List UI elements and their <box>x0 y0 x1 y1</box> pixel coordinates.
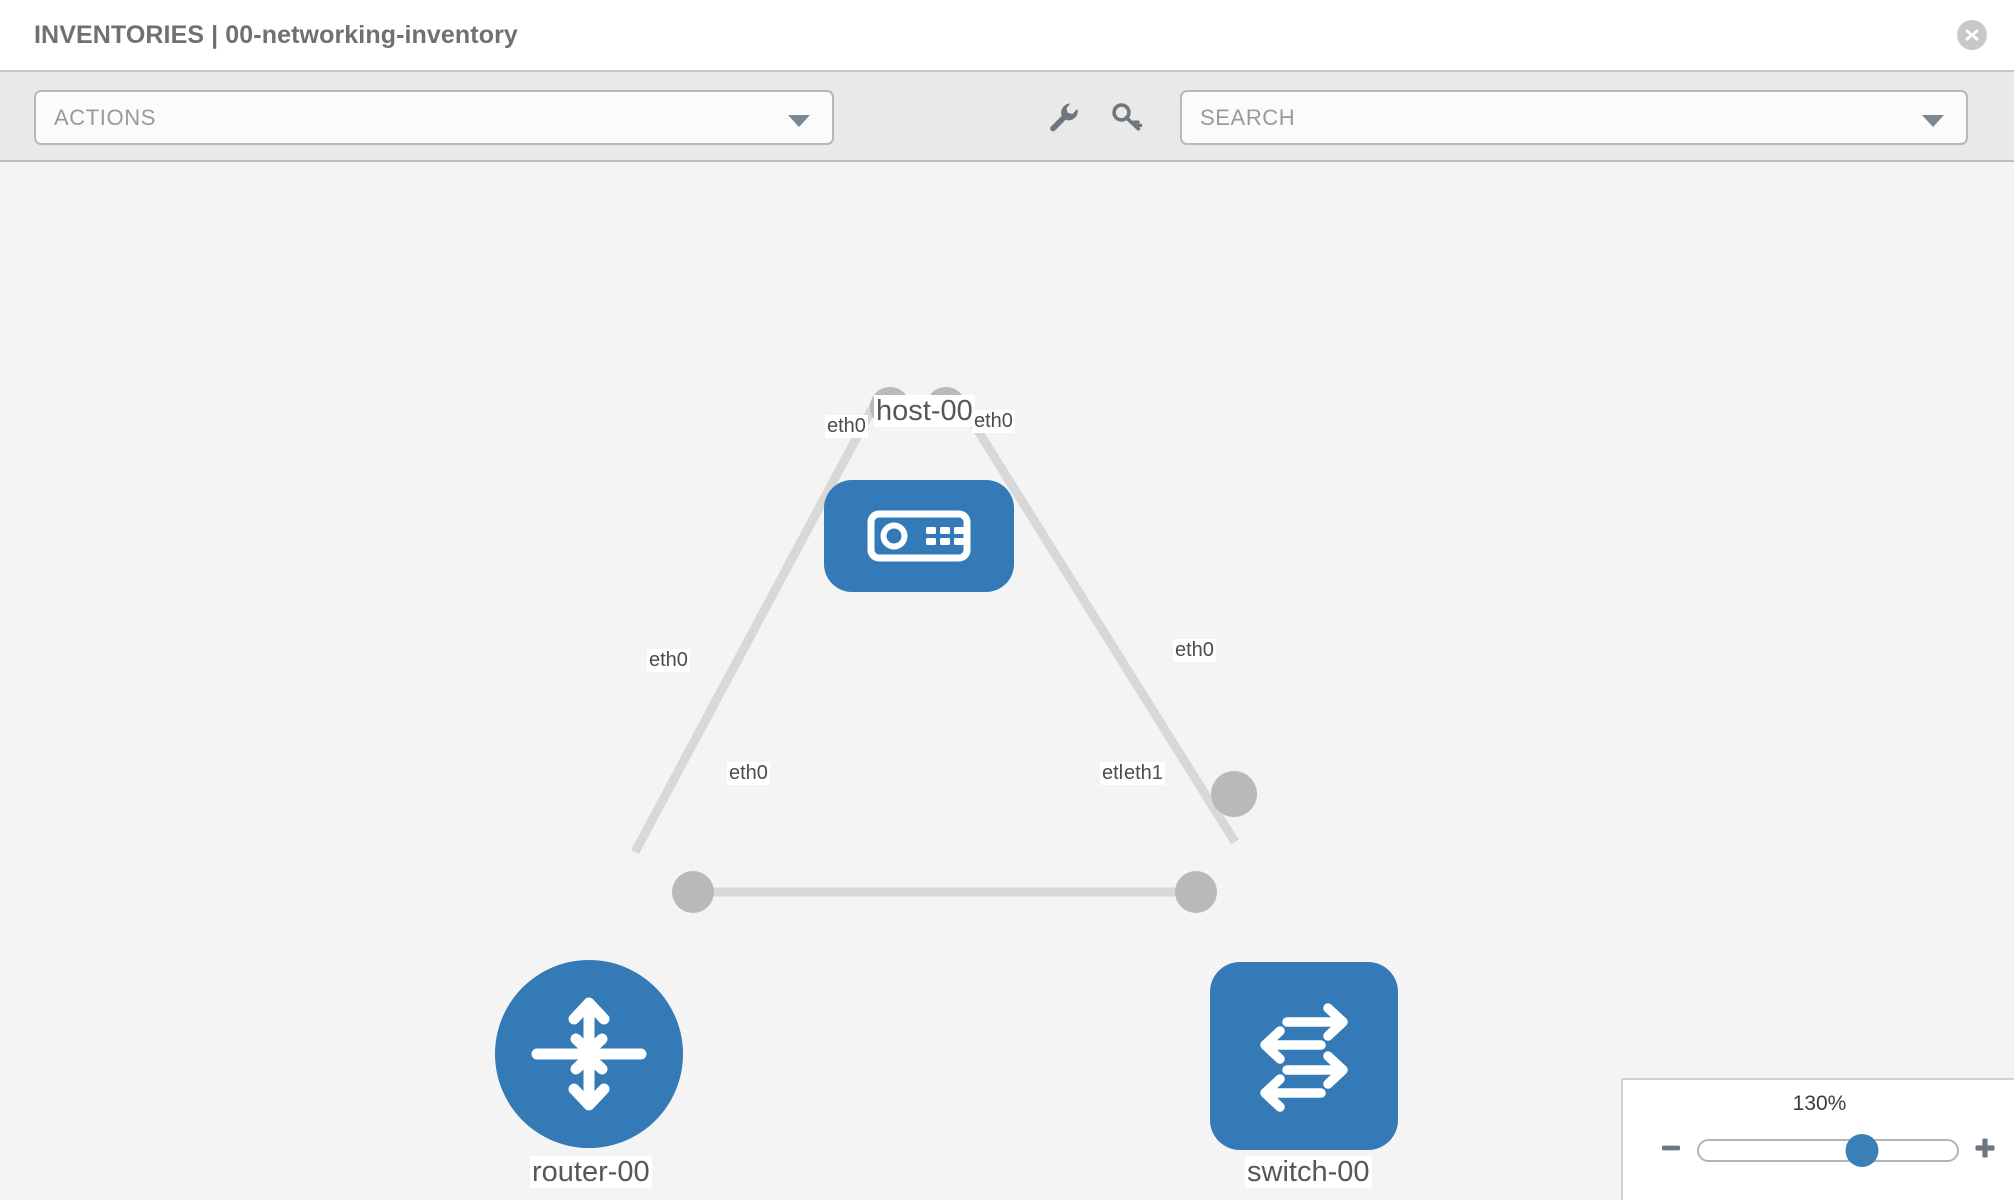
zoom-slider-thumb[interactable] <box>1845 1133 1879 1167</box>
close-button[interactable] <box>1957 20 1987 50</box>
node-label-router-00: router-00 <box>530 1156 652 1189</box>
node-label-switch-00: switch-00 <box>1245 1156 1372 1189</box>
key-icon <box>1110 100 1144 134</box>
port-label: eth0 <box>727 762 770 785</box>
chevron-down-icon <box>788 115 810 127</box>
port-label: eth0 <box>825 415 868 438</box>
zoom-slider[interactable] <box>1697 1133 1959 1167</box>
toolbar: ACTIONS SEARCH <box>0 70 2014 162</box>
close-icon <box>1963 26 1981 44</box>
page-header: INVENTORIES | 00-networking-inventory <box>0 0 2014 70</box>
page-title: INVENTORIES | 00-networking-inventory <box>34 20 518 49</box>
node-router-00[interactable] <box>495 960 683 1148</box>
chevron-down-icon[interactable] <box>1922 115 1944 127</box>
port-label: eth0 <box>972 410 1015 433</box>
plus-icon <box>1972 1135 1998 1166</box>
zoom-in-button[interactable] <box>1965 1135 2005 1166</box>
port-label: eth0 <box>647 649 690 672</box>
node-switch-00[interactable] <box>1210 962 1398 1150</box>
node-label-host-00: host-00 <box>874 395 975 428</box>
topology-graph <box>495 387 1398 1150</box>
port-label: eth1 <box>1122 762 1165 785</box>
port-connector[interactable] <box>672 871 714 913</box>
wrench-button[interactable] <box>1040 94 1086 140</box>
minus-icon <box>1659 1136 1683 1165</box>
actions-dropdown-label: ACTIONS <box>54 105 156 130</box>
zoom-out-button[interactable] <box>1651 1136 1691 1165</box>
port-connector[interactable] <box>1175 871 1217 913</box>
topology-ports <box>672 387 1257 913</box>
port-connector[interactable] <box>1211 771 1257 817</box>
search-placeholder: SEARCH <box>1200 105 1296 130</box>
node-host-00[interactable] <box>824 480 1014 592</box>
zoom-percent-label: 130% <box>1792 1092 1847 1115</box>
link-host00-router00[interactable] <box>631 391 884 855</box>
actions-dropdown[interactable]: ACTIONS <box>34 90 834 145</box>
topology-canvas[interactable]: host-00 eth0 eth0 eth0 eth0 eth0 eth0 et… <box>0 162 2014 1200</box>
port-label: eth0 <box>1173 639 1216 662</box>
topology-links <box>631 391 1239 897</box>
search-input[interactable]: SEARCH <box>1180 90 1968 145</box>
wrench-icon <box>1046 100 1080 134</box>
zoom-slider-row <box>1623 1128 2014 1172</box>
zoom-control-panel: 130% <box>1621 1078 2014 1200</box>
link-host00-switch00[interactable] <box>951 391 1239 845</box>
key-button[interactable] <box>1104 94 1150 140</box>
